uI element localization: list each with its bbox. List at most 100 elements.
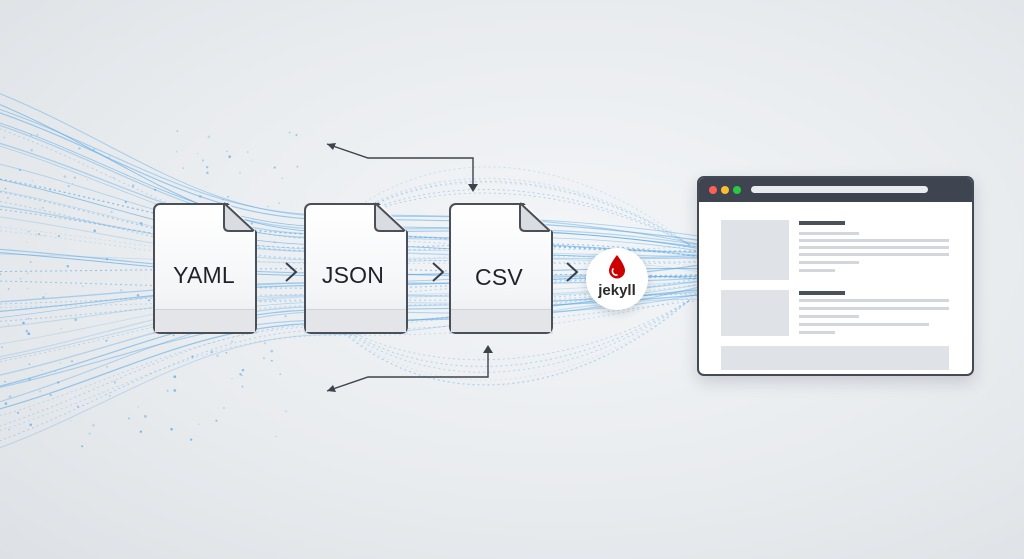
flow-particle (105, 258, 109, 261)
flow-particle (228, 155, 232, 159)
flow-particle (86, 179, 89, 181)
flow-particle (54, 370, 56, 372)
flow-particle (8, 428, 10, 431)
flow-particle (252, 218, 254, 220)
flow-particle (266, 205, 269, 208)
flow-particle (39, 390, 42, 393)
flow-particle (42, 206, 44, 209)
flow-particle (42, 296, 45, 299)
flow-particle (191, 355, 194, 358)
flow-particle (222, 199, 224, 201)
file-card-band (306, 309, 406, 332)
flow-particle (225, 351, 228, 354)
flow-particle (241, 374, 243, 377)
flow-particle (16, 411, 20, 414)
flow-particle (106, 365, 109, 368)
flow-particle (93, 148, 95, 150)
heading-placeholder (799, 221, 845, 225)
flow-particle (201, 159, 205, 162)
flow-particle (45, 292, 47, 294)
flow-particle (215, 419, 218, 422)
text-line-placeholder (799, 323, 929, 326)
flow-particle (251, 159, 253, 161)
chevron-right-icon (285, 262, 298, 282)
flow-particle (281, 177, 284, 180)
flow-particle (263, 341, 267, 345)
flow-particle (74, 318, 78, 322)
top-arrowhead-icon (468, 184, 478, 192)
flow-particle (34, 186, 37, 189)
flow-particle (175, 151, 178, 153)
flow-particle (59, 362, 61, 364)
flow-particle (7, 197, 9, 199)
flow-particle (295, 134, 298, 136)
flow-particle (28, 377, 32, 381)
text-line-placeholder (799, 269, 835, 272)
flow-particle (170, 427, 173, 431)
text-line-placeholder (799, 239, 949, 242)
top-left-arrowhead-icon (327, 143, 336, 150)
jekyll-badge: jekyll (586, 248, 648, 310)
flow-particle (36, 133, 39, 137)
flow-particle (7, 288, 10, 290)
flow-particle (4, 380, 6, 383)
flow-particle (275, 435, 277, 437)
flow-line (0, 298, 701, 449)
flow-particle (197, 153, 199, 155)
file-fold-icon (519, 202, 551, 232)
flow-line (0, 295, 701, 431)
flow-particle (227, 195, 229, 198)
flow-particle (27, 332, 31, 336)
flow-particle (25, 329, 29, 333)
flow-particle (231, 378, 233, 380)
flow-particle (66, 264, 70, 268)
file-fold-icon (374, 202, 406, 232)
flow-particle (205, 186, 207, 188)
flow-particle (27, 317, 30, 320)
flow-particle (271, 359, 273, 362)
flow-particle (190, 438, 193, 441)
flow-particle (128, 417, 130, 420)
flow-particle (148, 299, 150, 302)
flow-particle (43, 234, 45, 236)
flow-particle (230, 340, 234, 343)
flow-particle (31, 179, 33, 182)
flow-particle (49, 188, 52, 191)
flow-particle (136, 294, 140, 297)
flow-particle (216, 354, 219, 358)
flow-particle (173, 389, 177, 392)
file-fold-icon (223, 202, 255, 232)
yaml-file-label: YAML (173, 262, 235, 288)
flow-particle (132, 184, 135, 187)
flow-particle (173, 375, 177, 379)
flow-particle (172, 334, 175, 337)
flow-particle (241, 385, 244, 388)
close-dot-icon (709, 186, 717, 194)
text-line-placeholder (799, 331, 835, 334)
flow-particle (278, 202, 280, 204)
flow-particle (226, 150, 228, 153)
flow-particle (19, 278, 22, 280)
chevron-right-icon (566, 262, 579, 282)
flow-particle (139, 222, 143, 225)
flow-particle (70, 419, 72, 422)
browser-window (697, 176, 974, 376)
chevron-right-icon (432, 262, 445, 282)
flow-particle (81, 445, 84, 448)
flow-line (0, 208, 701, 258)
flow-particle (131, 185, 134, 188)
flow-particle (70, 360, 74, 363)
flow-particle (27, 230, 30, 233)
flow-particle (206, 171, 209, 175)
flow-particle (241, 368, 245, 372)
flow-particle (262, 357, 266, 360)
text-line-placeholder (799, 307, 949, 310)
flow-particle (279, 373, 282, 376)
flow-particle (81, 285, 84, 288)
flow-particle (26, 272, 29, 275)
flow-particle (4, 402, 8, 405)
flow-particle (139, 430, 143, 433)
flow-particle (29, 261, 32, 263)
footer-placeholder (721, 346, 949, 370)
flow-particle (0, 273, 2, 276)
